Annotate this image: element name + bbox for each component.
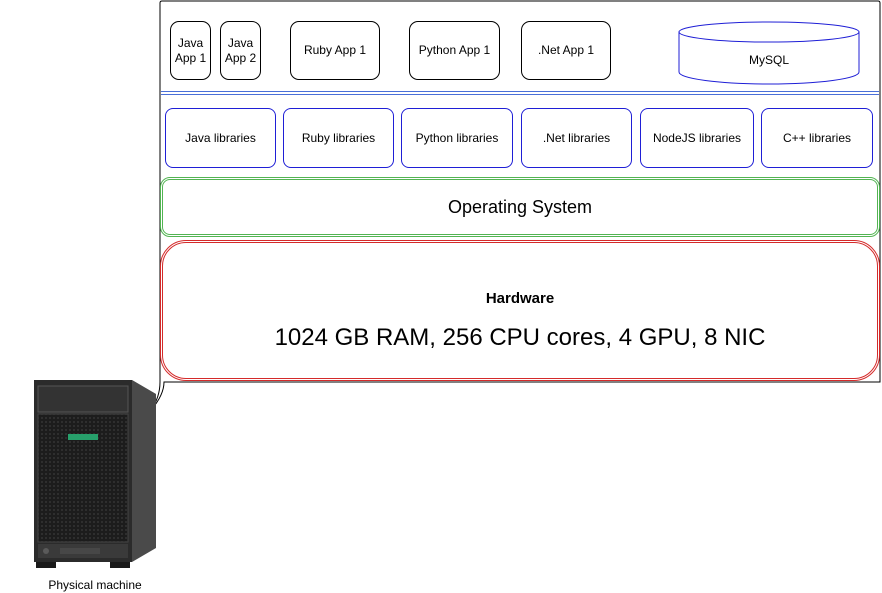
library-box-dotnet: .Net libraries (521, 108, 632, 168)
library-box-ruby: Ruby libraries (283, 108, 394, 168)
library-label: C++ libraries (782, 131, 852, 145)
library-label: NodeJS libraries (652, 131, 742, 145)
app-box-ruby: Ruby App 1 (290, 21, 380, 80)
app-label: .Net App 1 (537, 43, 595, 57)
database-cylinder-icon (678, 21, 860, 85)
library-box-nodejs: NodeJS libraries (640, 108, 754, 168)
operating-system-layer: Operating System (160, 177, 880, 237)
physical-machine-label: Physical machine (48, 578, 142, 592)
app-box-dotnet: .Net App 1 (521, 21, 611, 80)
library-label: .Net libraries (542, 131, 611, 145)
library-label: Java libraries (185, 131, 256, 145)
library-label: Ruby libraries (301, 131, 376, 145)
library-box-cpp: C++ libraries (761, 108, 873, 168)
database-label: MySQL (748, 53, 789, 67)
hardware-specs: 1024 GB RAM, 256 CPU cores, 4 GPU, 8 NIC (274, 324, 766, 351)
hardware-layer: Hardware 1024 GB RAM, 256 CPU cores, 4 G… (160, 240, 880, 381)
library-box-python: Python libraries (401, 108, 513, 168)
app-box-java-1: Java App 1 (170, 21, 211, 80)
app-label: Java App 2 (224, 35, 257, 65)
operating-system-label: Operating System (447, 196, 593, 217)
app-label: Ruby App 1 (303, 43, 367, 57)
hardware-title: Hardware (485, 290, 555, 307)
library-box-java: Java libraries (165, 108, 276, 168)
library-label: Python libraries (415, 131, 499, 145)
layer-separator (161, 91, 879, 92)
app-box-java-2: Java App 2 (220, 21, 261, 80)
app-label: Python App 1 (418, 43, 491, 57)
server-tower-icon (34, 380, 156, 568)
app-box-python: Python App 1 (409, 21, 500, 80)
app-label: Java App 1 (174, 35, 207, 65)
layer-separator (161, 94, 879, 95)
